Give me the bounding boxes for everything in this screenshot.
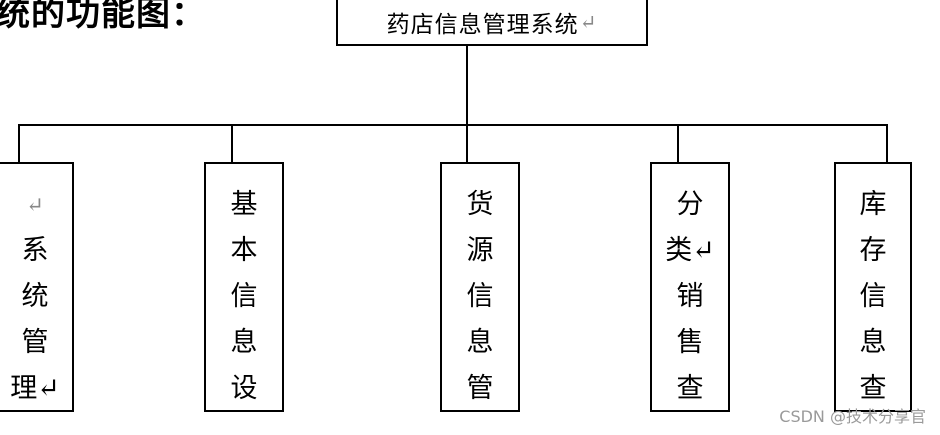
node-line: 统 (21, 281, 49, 312)
branch-line-1 (18, 124, 20, 162)
node-line: 类↵ (665, 235, 715, 266)
node-line: 货 (466, 189, 494, 220)
node-line: ↵ (26, 193, 44, 217)
trunk-line (466, 46, 468, 126)
node-line: 查 (676, 373, 704, 404)
node-line: 信 (859, 281, 887, 312)
node-inventory-info: 库 存 信 息 查 (834, 162, 912, 412)
node-line: 销 (676, 281, 704, 312)
branch-line-2 (231, 124, 233, 162)
node-line: 库 (859, 189, 887, 220)
node-line: 售 (676, 327, 704, 358)
root-node: 药店信息管理系统↵ (336, 0, 648, 46)
node-line: 源 (466, 235, 494, 266)
node-line: 信 (230, 281, 258, 312)
node-line: 系 (21, 235, 49, 266)
node-line: 设 (230, 373, 258, 404)
branch-line-3 (466, 124, 468, 162)
node-line: 息 (230, 327, 258, 358)
root-node-label: 药店信息管理系统 (386, 12, 579, 38)
node-line: 管 (466, 373, 494, 404)
node-line: 理↵ (10, 373, 60, 404)
node-line: 息 (859, 327, 887, 358)
branch-line-4 (677, 124, 679, 162)
node-line: 本 (230, 235, 258, 266)
node-category-sales: 分 类↵ 销 售 查 (650, 162, 730, 412)
node-line: 存 (859, 235, 887, 266)
diagram-heading: 统的功能图： (0, 0, 206, 34)
node-line: 分 (676, 189, 704, 220)
bus-line (18, 124, 888, 126)
watermark: CSDN @技术分享官 (779, 407, 926, 426)
return-mark-icon: ↵ (579, 10, 598, 34)
branch-line-5 (886, 124, 888, 162)
node-system-management: ↵ 系 统 管 理↵ (0, 162, 74, 412)
node-basic-info: 基 本 信 息 设 (204, 162, 284, 412)
node-line: 查 (859, 373, 887, 404)
node-line: 息 (466, 327, 494, 358)
node-line: 管 (21, 327, 49, 358)
node-line: 信 (466, 281, 494, 312)
node-supply-info: 货 源 信 息 管 (440, 162, 520, 412)
node-line: 基 (230, 189, 258, 220)
